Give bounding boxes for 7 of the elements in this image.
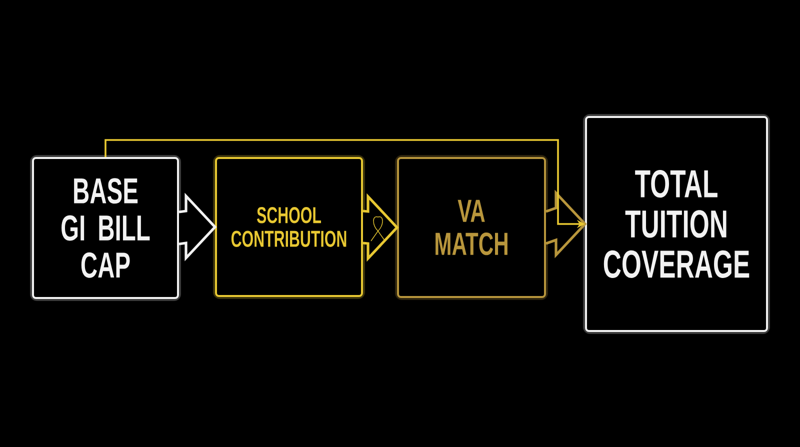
block-arrow [544,190,587,258]
process-box: SCHOOL CONTRIBUTION [213,155,365,299]
block-arrow [362,193,399,262]
process-box: VA MATCH [395,155,548,300]
block-arrow [178,192,217,262]
process-box: BASE GI BILL CAP [30,155,181,301]
process-box: TOTAL TUITION COVERAGE [583,114,770,334]
